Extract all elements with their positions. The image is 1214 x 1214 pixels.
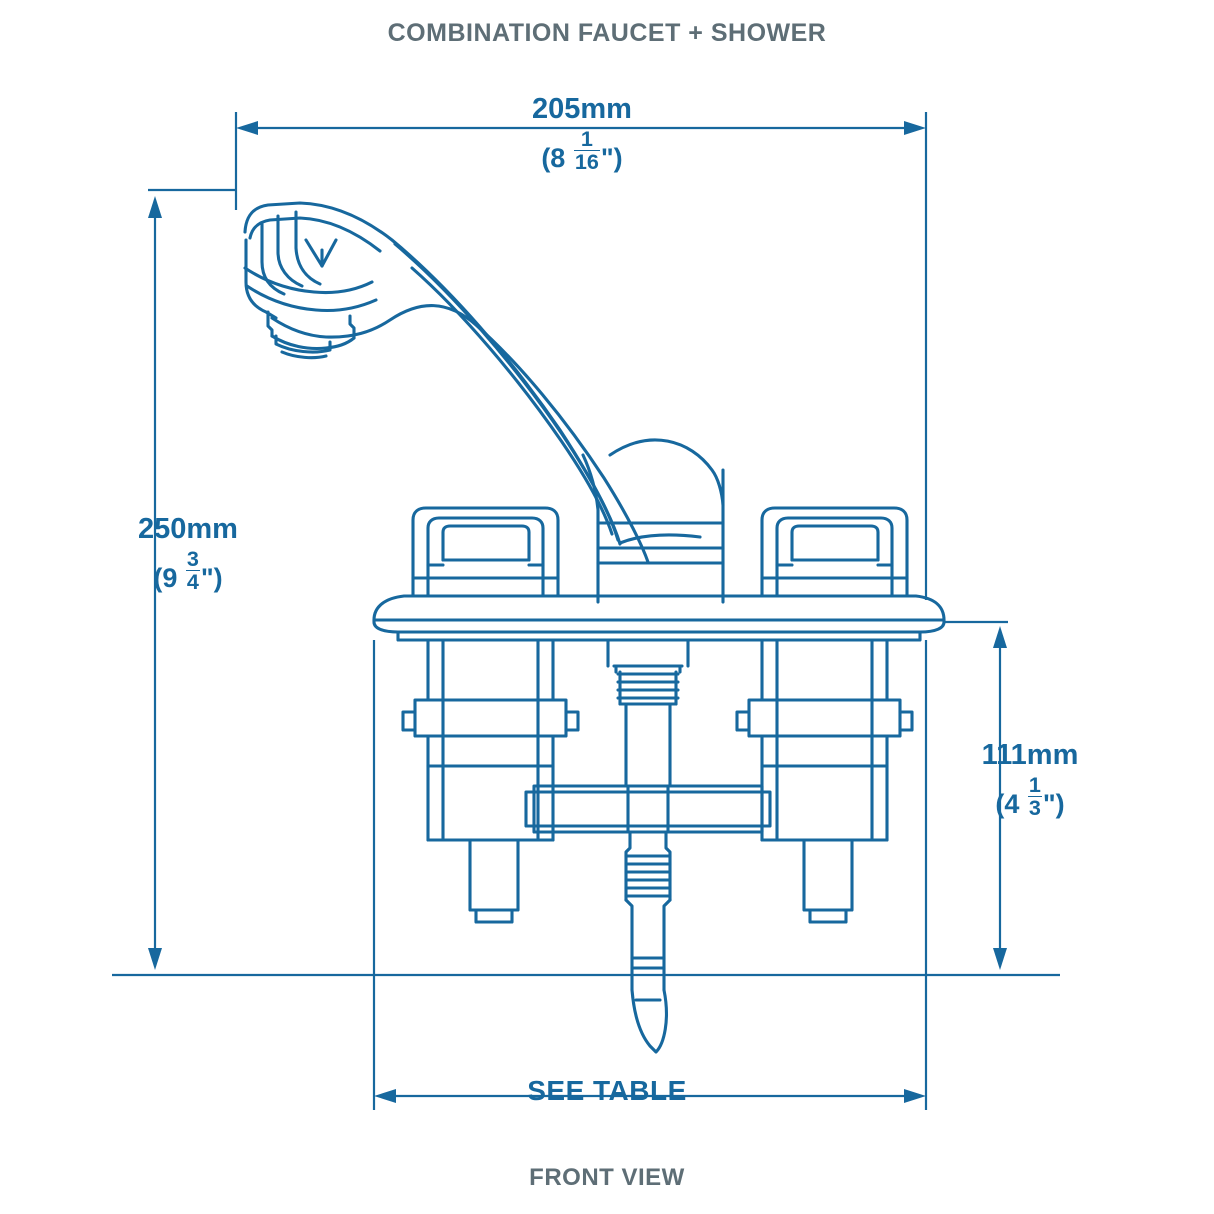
- dimension-width-metric: 205mm: [532, 93, 632, 125]
- left-handle: [411, 506, 560, 598]
- dimension-depth-metric: 111mm: [981, 739, 1079, 771]
- drawing-geometry: [243, 201, 946, 1054]
- shower-hose-stem: [624, 830, 672, 1054]
- right-handle: [760, 506, 909, 598]
- view-label: FRONT VIEW: [529, 1164, 685, 1191]
- diverter-body: [524, 784, 772, 834]
- spout-column: [581, 438, 725, 604]
- spout-outline: [243, 201, 650, 564]
- left-valve-body: [401, 638, 580, 924]
- deck-plate: [372, 594, 946, 642]
- right-valve-body: [735, 638, 914, 924]
- center-shank: [606, 638, 690, 788]
- dimension-arrowheads: [148, 121, 1007, 1103]
- dimension-lines: [112, 112, 1060, 1110]
- see-table-label: SEE TABLE: [527, 1075, 687, 1106]
- page-title: COMBINATION FAUCET + SHOWER: [387, 19, 827, 47]
- dimension-height-metric: 250mm: [138, 513, 238, 545]
